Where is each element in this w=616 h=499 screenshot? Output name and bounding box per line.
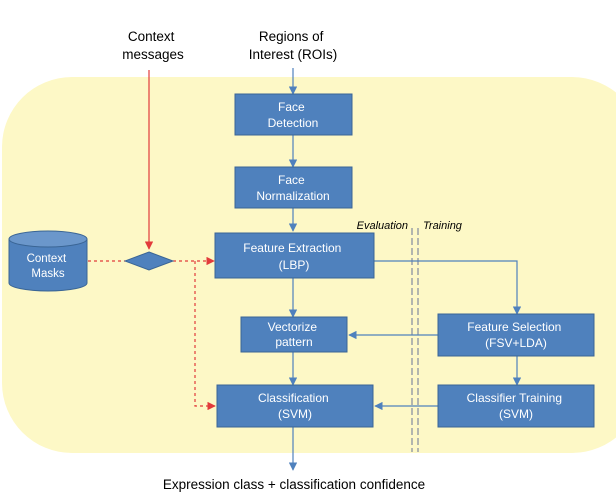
svg-text:Feature Selection (FSV+L: Feature Selection (FSV+LDA) xyxy=(467,320,564,350)
svg-text:Vectorize pattern: Vectorize pattern xyxy=(268,320,321,349)
rois-label: Regions of Interest (ROIs) xyxy=(249,29,338,62)
classification-box: Classification (SVM) xyxy=(216,384,374,428)
training-label: Training xyxy=(423,220,463,232)
evaluation-label: Evaluation xyxy=(357,220,408,232)
output-label: Expression class + classification confid… xyxy=(163,477,425,492)
arrow-extraction-to-selection xyxy=(374,260,522,315)
context-decision-diamond xyxy=(123,251,175,271)
face-normalization-box: Face Normalization xyxy=(234,166,353,209)
svg-text:Classifier Training (SVM: Classifier Training (SVM) xyxy=(467,391,566,421)
context-masks-database: Context Masks xyxy=(8,230,88,292)
classifier-training-box: Classifier Training (SVM) xyxy=(437,384,595,428)
svg-text:Context Masks: Context Masks xyxy=(27,253,70,280)
svg-text:Classification (SVM): Classification (SVM) xyxy=(258,391,332,421)
arrow-decision-to-classification xyxy=(194,261,216,411)
svg-text:Face Detection: Face Detection xyxy=(268,100,319,130)
svg-text:Feature Extraction (LBP): Feature Extraction (LBP) xyxy=(243,241,344,272)
feature-selection-box: Feature Selection (FSV+LDA) xyxy=(437,313,595,357)
context-messages-label: Context messages xyxy=(122,29,184,62)
feature-extraction-box: Feature Extraction (LBP) xyxy=(214,232,375,279)
svg-text:Face Normalization: Face Normalization xyxy=(256,173,329,203)
face-detection-box: Face Detection xyxy=(234,93,353,136)
vectorize-pattern-box: Vectorize pattern xyxy=(240,316,348,353)
